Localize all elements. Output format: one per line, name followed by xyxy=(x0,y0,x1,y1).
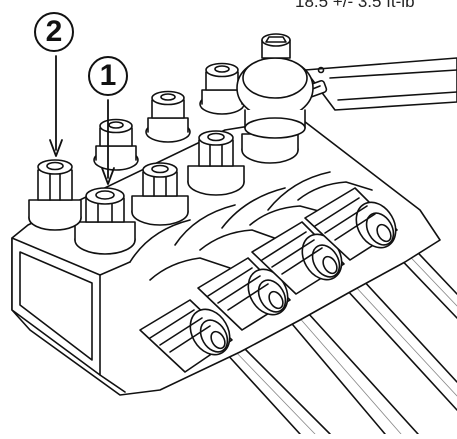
bolt-back-4 xyxy=(199,62,245,115)
leader-1 xyxy=(101,99,115,185)
port-sleeves xyxy=(139,187,398,373)
callout-1: 1 xyxy=(88,56,128,96)
cable-1 xyxy=(224,343,331,435)
sleeve-1 xyxy=(139,299,233,373)
bolt-front-3 xyxy=(187,130,245,196)
torque-spec-label: 18.5 +/- 3.5 ft-lb xyxy=(295,0,415,11)
sleeve-2 xyxy=(197,257,291,331)
callout-leaders xyxy=(49,55,115,185)
leader-2 xyxy=(49,55,63,157)
cable-3 xyxy=(334,265,457,411)
sleeve-4 xyxy=(304,187,398,261)
bolt-back-3 xyxy=(145,90,191,143)
back-bolts xyxy=(28,62,245,231)
bolt-front-2 xyxy=(131,162,189,226)
bolt-back-1 xyxy=(28,159,82,231)
callout-2: 2 xyxy=(34,12,74,52)
bolt-front-1 xyxy=(74,187,136,255)
torque-wrench xyxy=(236,33,457,139)
cable-2 xyxy=(281,301,419,435)
bolt-back-2 xyxy=(93,118,139,171)
front-bolts xyxy=(74,111,299,255)
sleeve-3 xyxy=(251,221,345,295)
